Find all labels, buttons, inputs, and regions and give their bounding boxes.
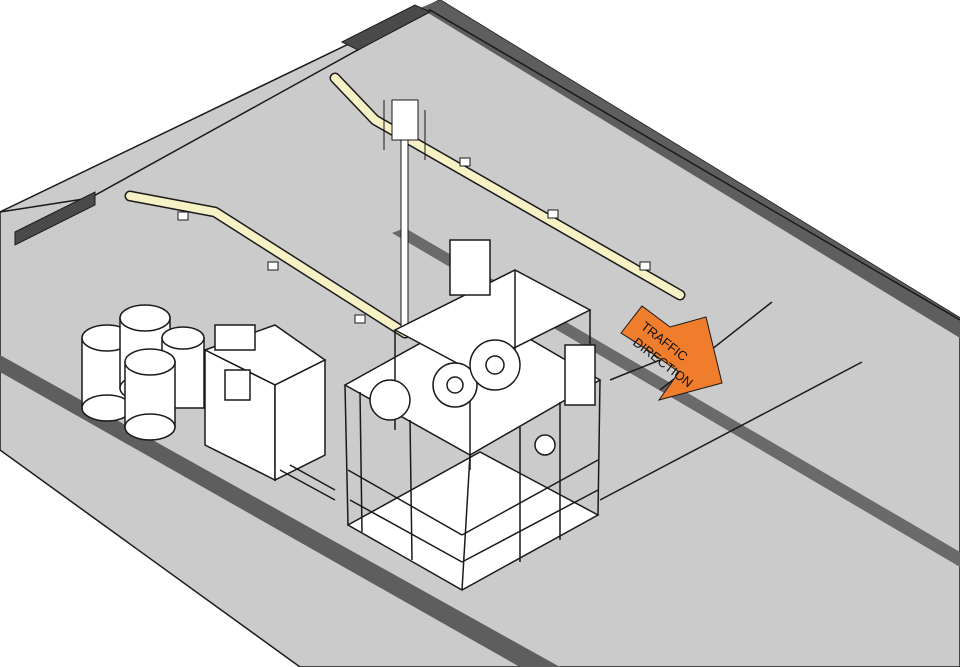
reel-panel [564, 344, 596, 406]
pole-head [391, 99, 419, 141]
pole-mast [400, 139, 409, 331]
traffic-direction-arrow-icon [620, 305, 723, 401]
cable-reel [534, 434, 556, 456]
wall-block-left [14, 191, 96, 246]
drum-cluster [81, 304, 205, 441]
wall-block-top [340, 4, 432, 51]
pipe-right-fill [331, 74, 684, 299]
cable-reel [446, 376, 464, 394]
cable-reel [432, 362, 478, 408]
pipe-brackets [177, 157, 651, 324]
pipe-left-fill [126, 192, 409, 337]
light-pole [383, 99, 426, 331]
cable-reel [469, 339, 521, 391]
drum [124, 348, 176, 441]
floor-top-edge-band [420, 0, 960, 338]
cable-reel [485, 355, 505, 375]
machine-frame [343, 239, 602, 591]
drum [161, 326, 205, 409]
cable-reel [369, 379, 411, 421]
floor-outline [0, 9, 960, 321]
rig-mast [449, 239, 491, 296]
overhead-pipes [124, 72, 686, 339]
control-cabinet [203, 324, 336, 501]
